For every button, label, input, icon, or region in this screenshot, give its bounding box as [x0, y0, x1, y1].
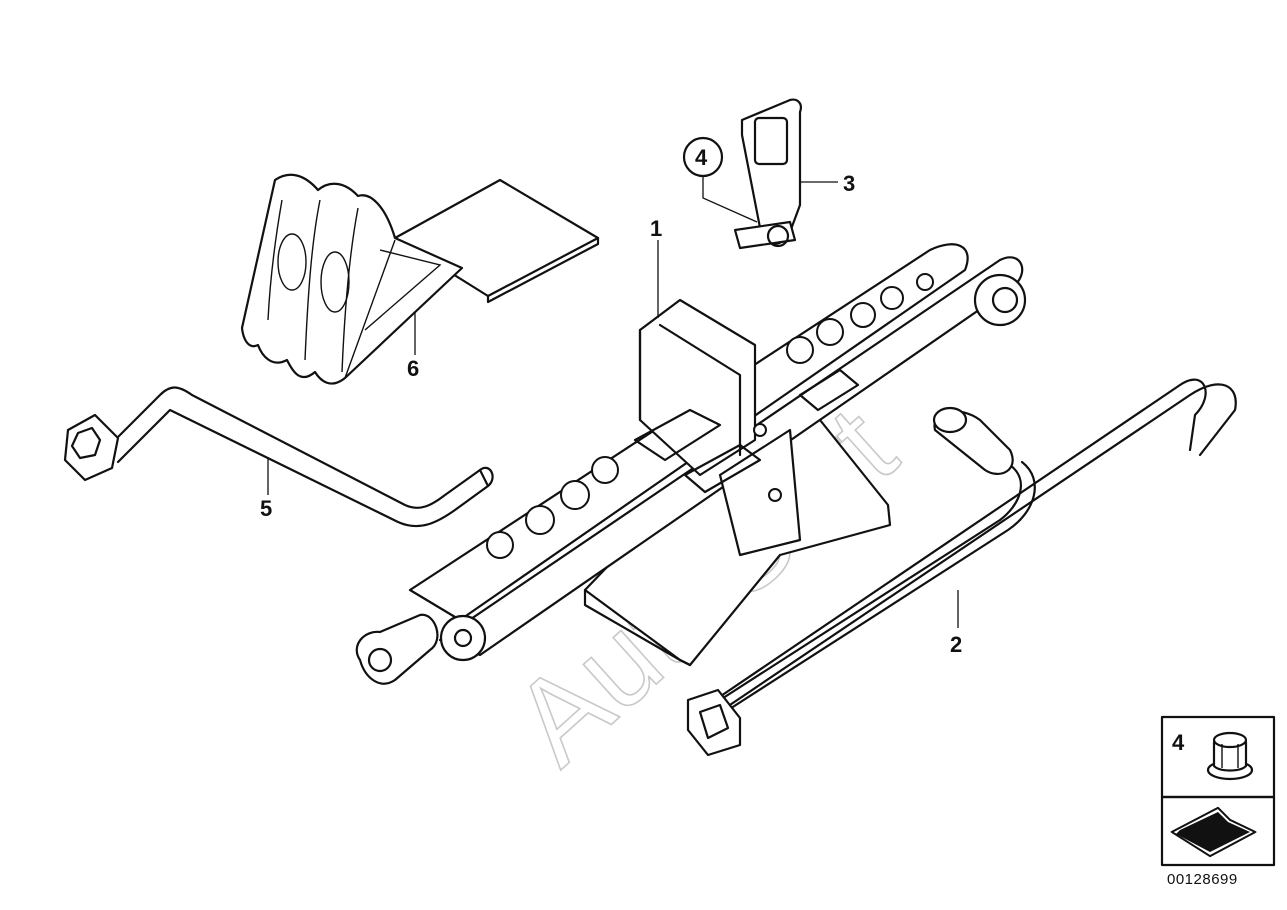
callout-2: 2	[950, 632, 962, 657]
callout-3: 3	[843, 171, 855, 196]
crank-rod-illustration	[686, 378, 1237, 757]
callout-1: 1	[650, 216, 662, 241]
direction-arrow-icon	[1170, 806, 1257, 858]
callout-6: 6	[407, 356, 419, 381]
callout-4-circle	[682, 136, 724, 178]
leader-lines	[267, 176, 959, 628]
inset-item-number: 4	[1172, 730, 1185, 755]
inset-legend: 4 00128699	[1160, 715, 1276, 888]
callout-4: 4	[695, 145, 708, 170]
callout-labels: 1 2 3 4 5 6	[260, 136, 962, 657]
callout-5: 5	[260, 496, 272, 521]
wheel-chock-illustration	[240, 173, 600, 385]
diagram-reference-number: 00128699	[1167, 871, 1238, 888]
lug-wrench-illustration	[63, 386, 494, 528]
tow-hook-illustration	[733, 98, 802, 250]
nut-icon	[1206, 731, 1254, 781]
scissor-jack-illustration	[355, 243, 1027, 685]
